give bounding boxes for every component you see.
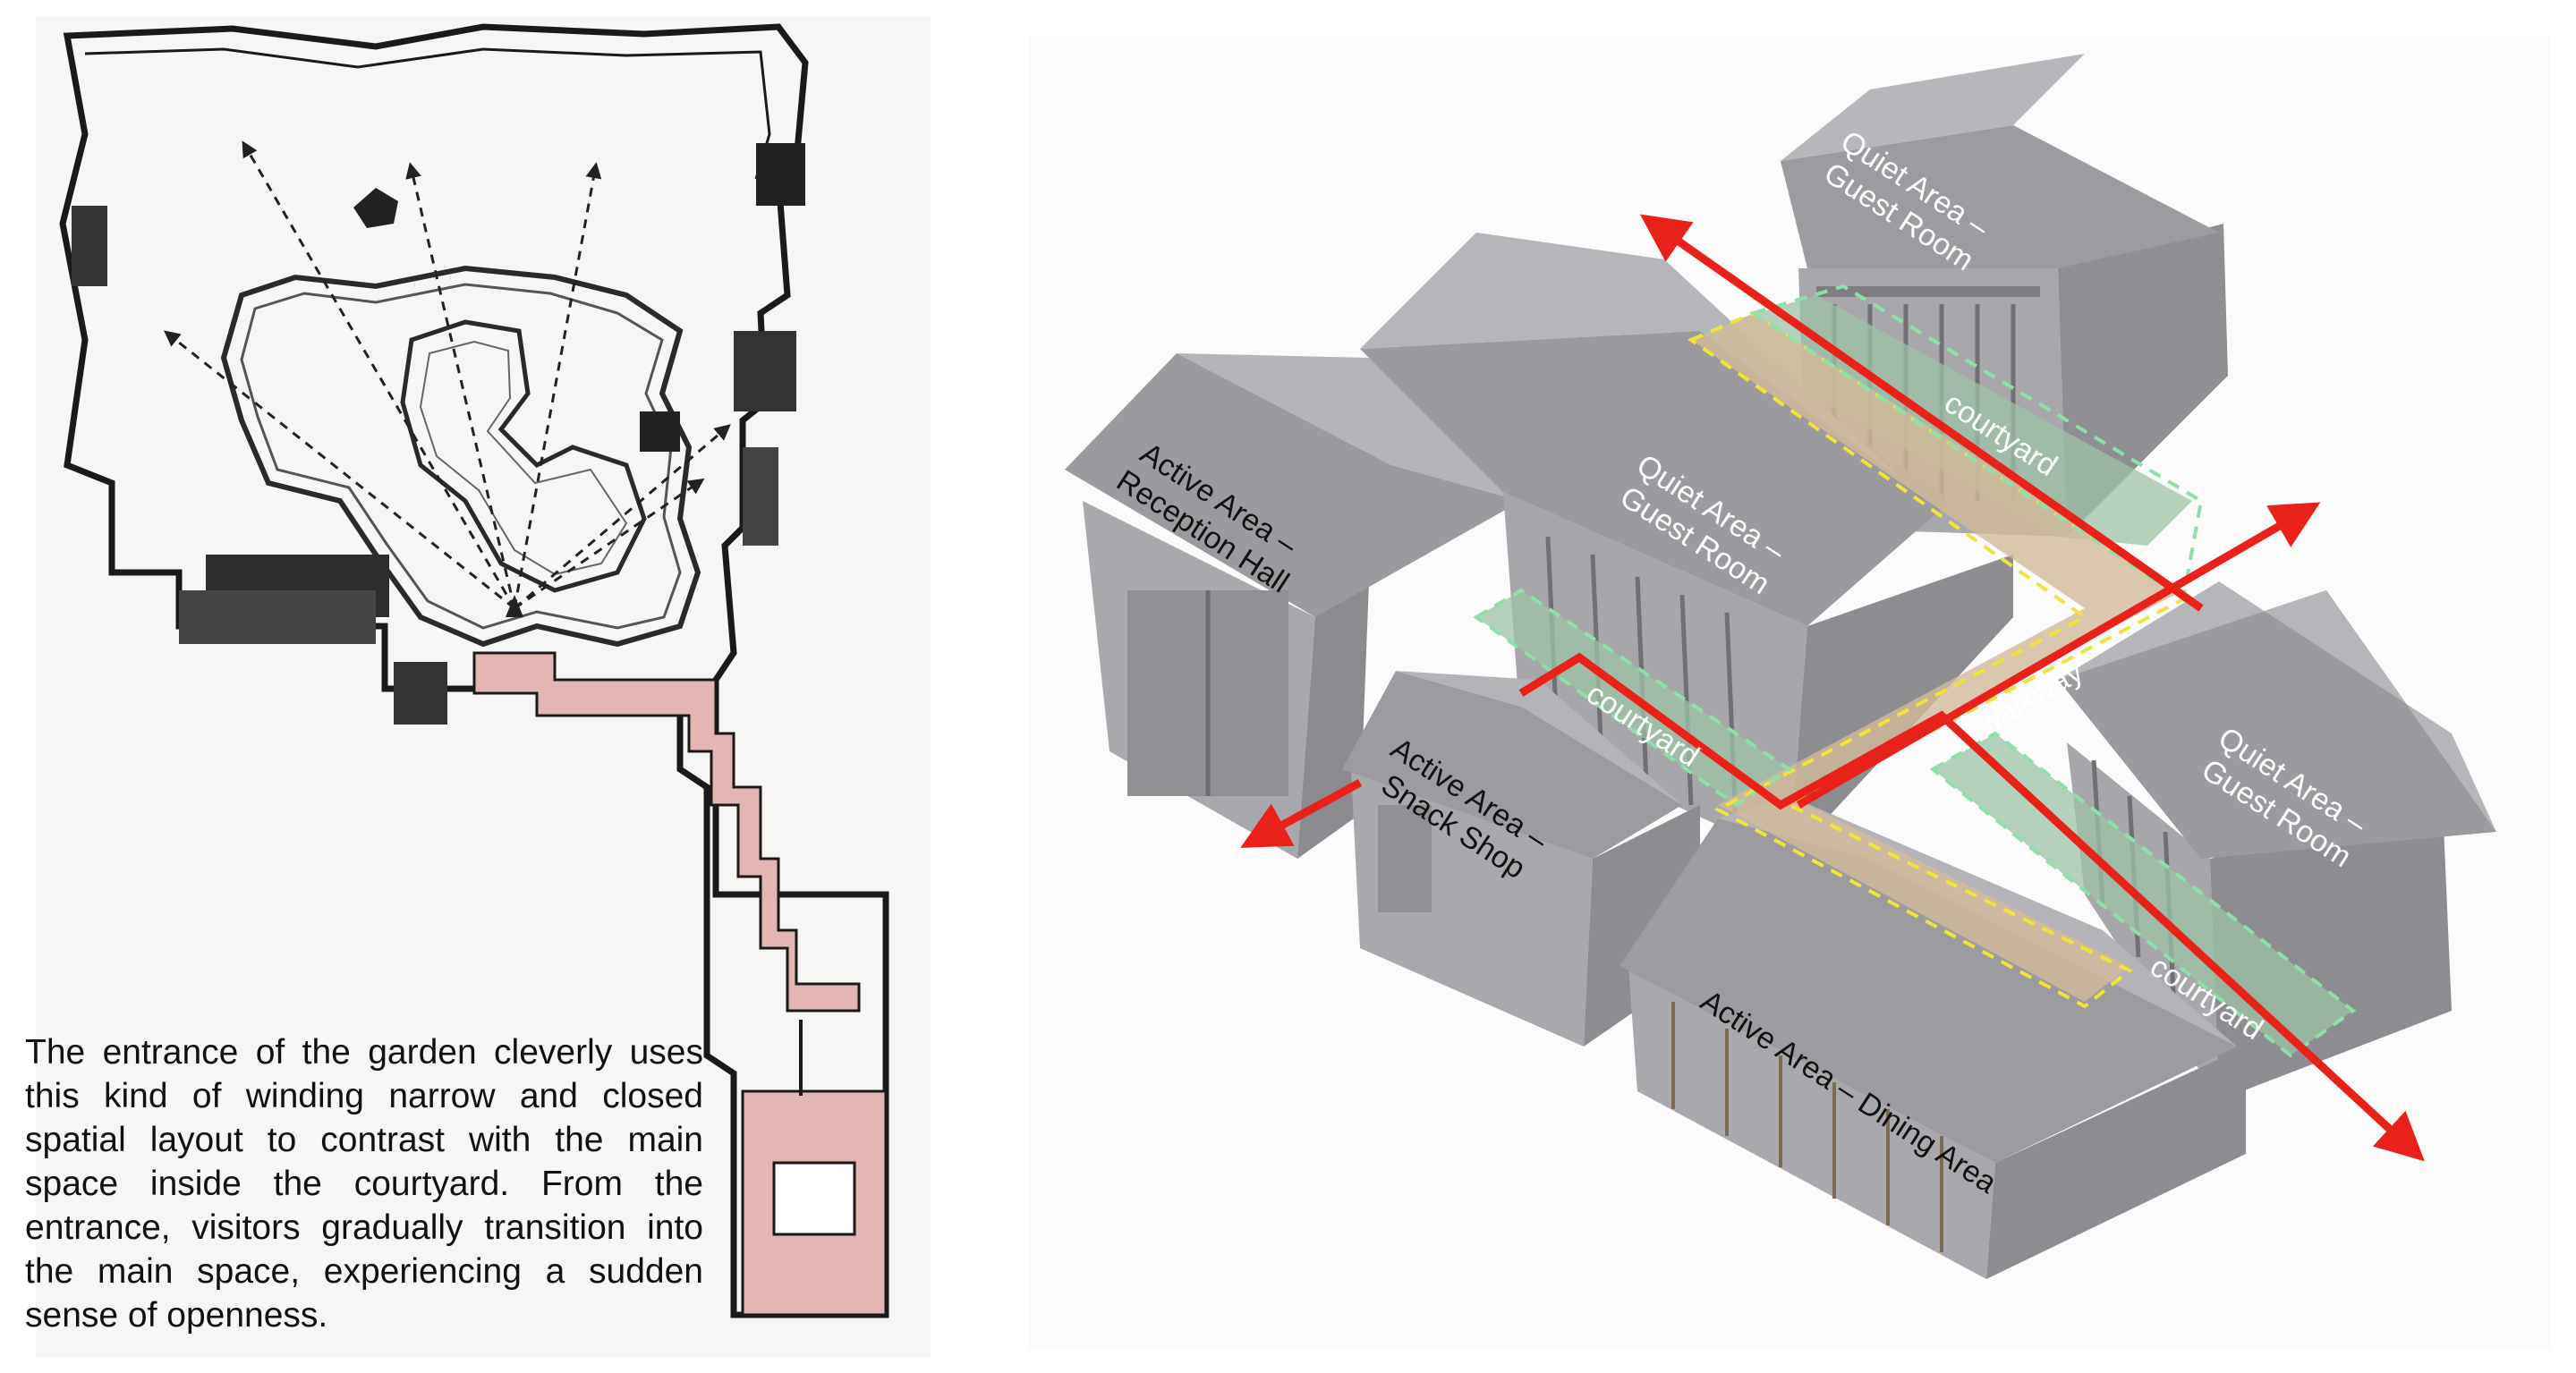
- garden-plan-sketch: [36, 16, 931, 1358]
- walkway-area: [1691, 313, 2183, 1002]
- entrance-path: [472, 651, 861, 1013]
- building-quiet-right: [2058, 581, 2496, 1100]
- pavilion-icon: [353, 188, 398, 228]
- garden-caption: The entrance of the garden cleverly uses…: [25, 1033, 703, 1335]
- viewpoint-marker: [506, 595, 523, 617]
- island-outline: [400, 319, 647, 593]
- circulation-arrows: [1240, 214, 2425, 1162]
- garden-outer-wall: [59, 23, 889, 1318]
- pond-outline: [220, 265, 701, 648]
- sight-lines: [163, 140, 731, 610]
- axonometric-diagram: [1029, 36, 2550, 1351]
- courtyard-bottom-area: [1933, 733, 2353, 1055]
